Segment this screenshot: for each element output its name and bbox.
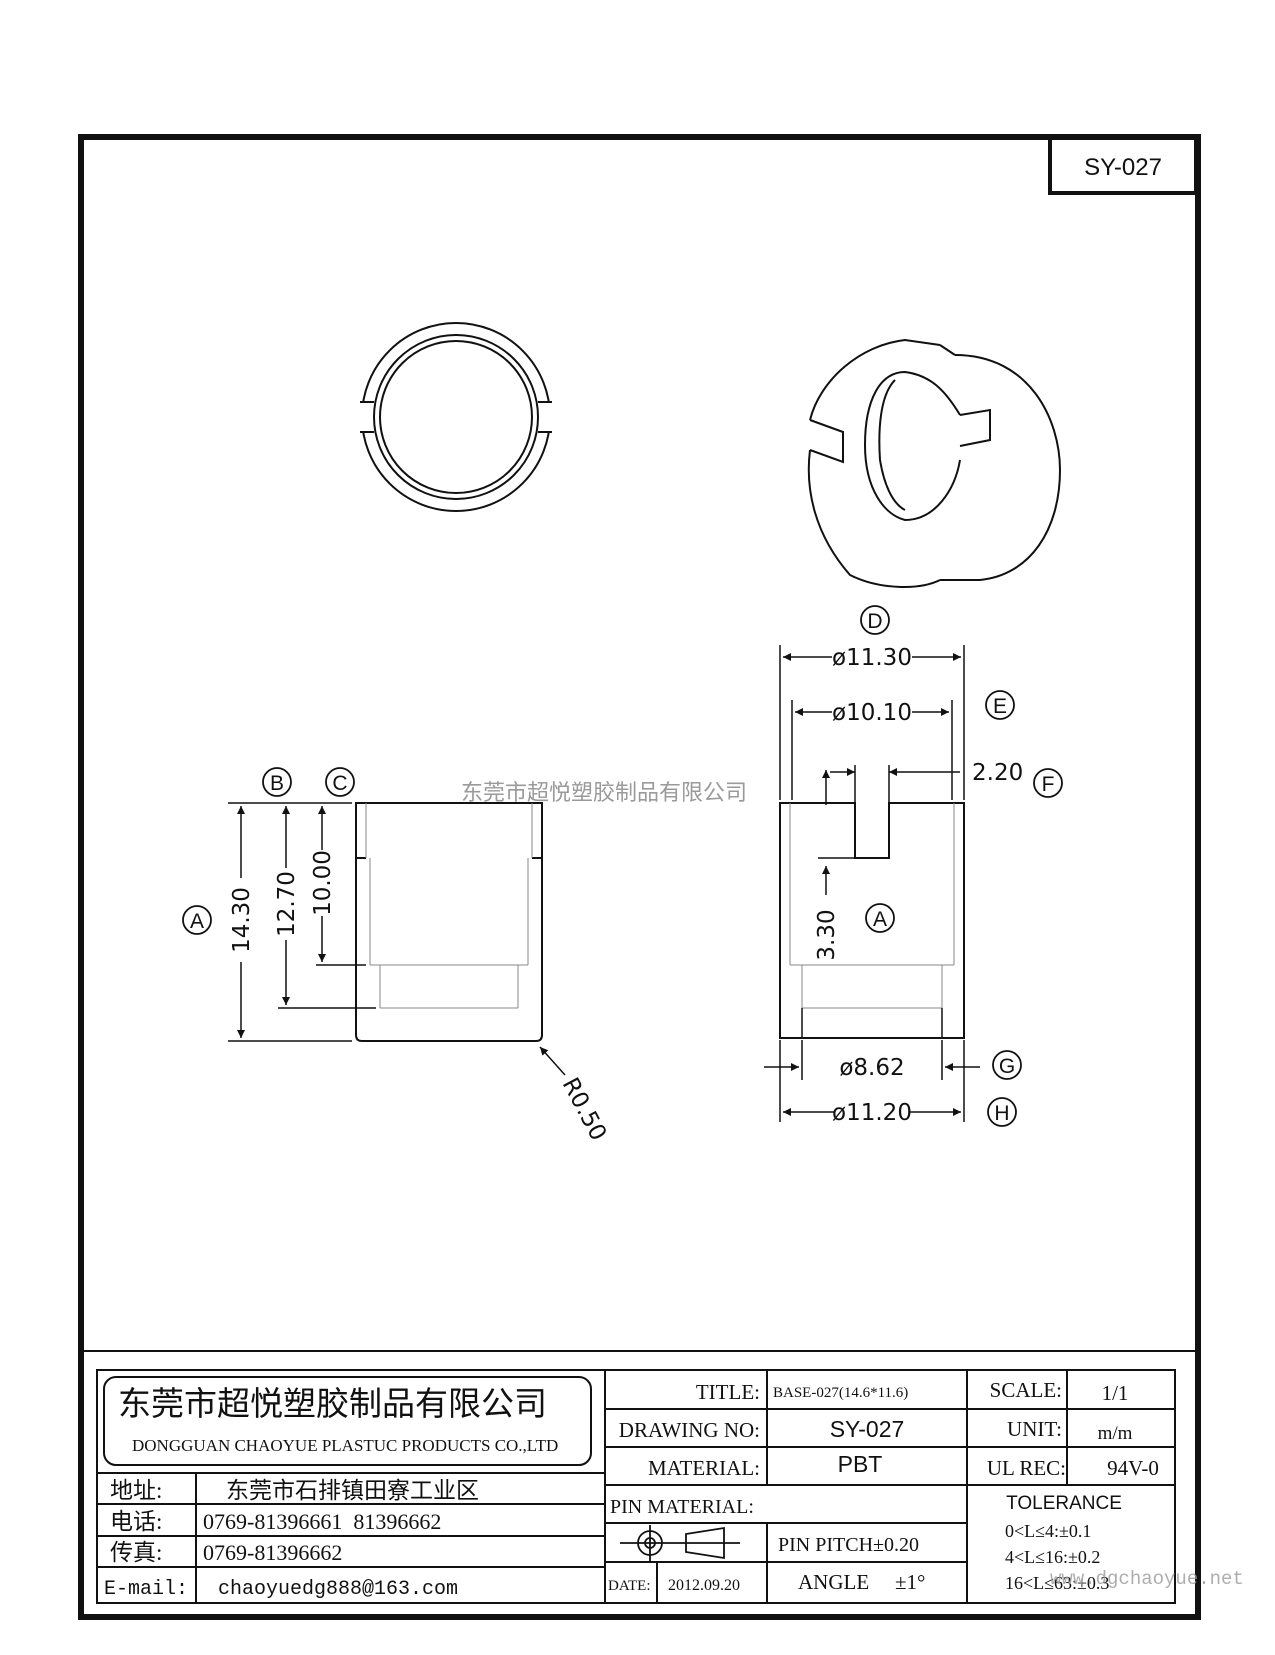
- svg-text:E: E: [993, 695, 1007, 718]
- title-value: BASE-027(14.6*11.6): [773, 1385, 908, 1401]
- dim-height-c: 10.00: [310, 850, 336, 916]
- side-view-left: [228, 802, 543, 1042]
- tolerance-label: TOLERANCE: [1006, 1493, 1122, 1514]
- address-label: 地址:: [110, 1478, 162, 1503]
- watermark-company: 东莞市超悦塑胶制品有限公司: [461, 780, 747, 805]
- ul-value: 94V-0: [1107, 1456, 1159, 1480]
- svg-text:D: D: [867, 610, 882, 633]
- date-value: 2012.09.20: [668, 1577, 740, 1594]
- svg-text:F: F: [1042, 773, 1055, 796]
- company-name-cn: 东莞市超悦塑胶制品有限公司: [118, 1386, 547, 1423]
- title-label: TITLE:: [696, 1380, 760, 1404]
- unit-value: m/m: [1098, 1423, 1133, 1444]
- right-dimension-lines: [764, 645, 980, 1122]
- circled-label-f: F: [1033, 768, 1063, 798]
- circled-label-e: E: [985, 690, 1015, 720]
- scale-label: SCALE:: [990, 1378, 1062, 1402]
- svg-text:B: B: [270, 772, 284, 795]
- pin-material-label: PIN MATERIAL:: [610, 1496, 754, 1518]
- fax-value: 0769-81396662: [203, 1540, 342, 1565]
- left-dimension-lines: [237, 806, 566, 1076]
- tolerance-row-3: 16<L≤63:±0.3: [1005, 1573, 1109, 1593]
- ul-label: UL REC:: [987, 1456, 1066, 1480]
- material-label: MATERIAL:: [648, 1456, 760, 1480]
- phone-value: 0769-81396661 81396662: [203, 1509, 441, 1534]
- circled-label-b: B: [262, 767, 292, 797]
- title-block-frame: [81, 1350, 1198, 1604]
- dim-inner-bottom-g: ø8.62: [839, 1055, 904, 1081]
- drawing-code: SY-027: [1084, 154, 1162, 181]
- scale-value: 1/1: [1102, 1381, 1129, 1405]
- circled-label-d: D: [860, 605, 890, 635]
- pin-pitch: PIN PITCH±0.20: [778, 1534, 919, 1556]
- svg-text:A: A: [873, 908, 887, 931]
- email-value: chaoyuedg888@163.com: [218, 1578, 458, 1601]
- svg-text:C: C: [332, 772, 347, 795]
- dim-height-b: 12.70: [274, 871, 300, 937]
- dim-slot-f: 2.20: [972, 760, 1023, 786]
- unit-label: UNIT:: [1007, 1417, 1062, 1441]
- isometric-view: [807, 338, 1062, 588]
- svg-text:H: H: [994, 1102, 1009, 1125]
- email-label: E-mail:: [104, 1578, 188, 1601]
- dim-slot-depth: 3.30: [814, 909, 840, 960]
- dim-radius: R0.50: [557, 1074, 612, 1146]
- drawing-no-label: DRAWING NO:: [619, 1418, 760, 1442]
- drawing-code-box: SY-027: [1048, 135, 1198, 195]
- circled-label-a-right: A: [865, 903, 895, 933]
- dim-inner-top-e: ø10.10: [832, 700, 912, 726]
- svg-text:G: G: [999, 1055, 1015, 1078]
- angle-value: ±1°: [895, 1570, 925, 1594]
- tolerance-row-1: 0<L≤4:±0.1: [1005, 1521, 1091, 1541]
- angle-label: ANGLE: [798, 1570, 869, 1594]
- phone-label: 电话:: [110, 1509, 162, 1534]
- dim-outer-bottom-h: ø11.20: [832, 1100, 912, 1126]
- dim-height-a: 14.30: [229, 887, 255, 953]
- fax-label: 传真:: [110, 1540, 162, 1565]
- sheet-border: [78, 134, 1201, 1620]
- circled-label-h: H: [987, 1097, 1017, 1127]
- svg-text:A: A: [190, 910, 204, 933]
- circled-label-g: G: [992, 1050, 1022, 1080]
- drawing-no-value: SY-027: [830, 1416, 905, 1442]
- projection-symbol-icon: [620, 1525, 740, 1561]
- dim-outer-top-d: ø11.30: [832, 645, 912, 671]
- material-value: PBT: [838, 1451, 883, 1477]
- web-watermark: www.dgchaoyue.net: [1050, 1568, 1244, 1590]
- top-view: [355, 322, 557, 512]
- company-name-en: DONGGUAN CHAOYUE PLASTUC PRODUCTS CO.,LT…: [132, 1436, 558, 1455]
- circled-label-a-left: A: [182, 905, 212, 935]
- tolerance-row-2: 4<L≤16:±0.2: [1005, 1547, 1100, 1567]
- address-value: 东莞市石排镇田寮工业区: [226, 1478, 479, 1503]
- circled-label-c: C: [325, 767, 355, 797]
- date-label: DATE:: [608, 1578, 651, 1594]
